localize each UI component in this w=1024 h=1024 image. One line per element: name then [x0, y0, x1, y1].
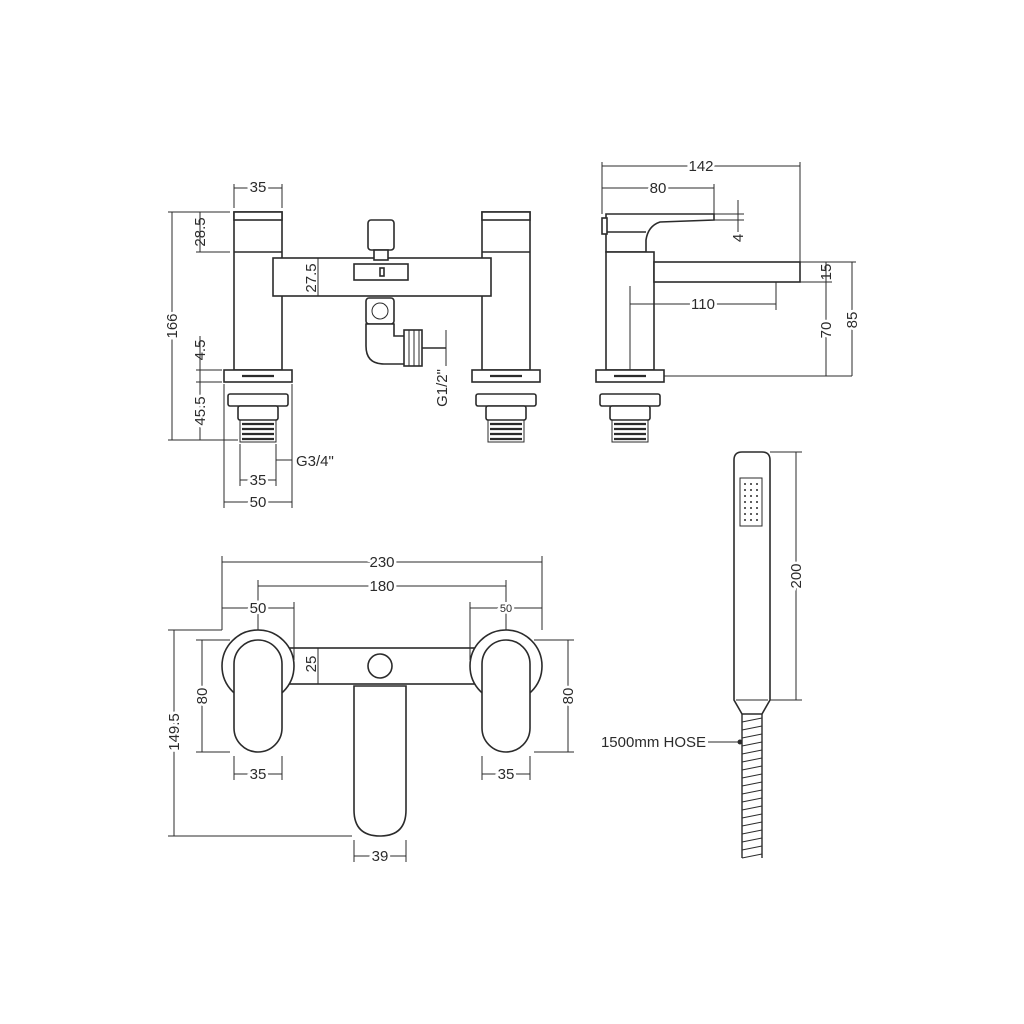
- hose-length-label: 1500mm HOSE: [601, 734, 706, 751]
- dim-spout-height: 70: [818, 322, 835, 339]
- dim-plan-right-handle: 35: [498, 766, 515, 783]
- dim-overall-height: 85: [844, 312, 861, 329]
- dim-lever-length: 80: [650, 180, 667, 197]
- dim-plan-total-depth: 149.5: [166, 713, 183, 751]
- dim-body-height: 27.5: [303, 263, 320, 292]
- dim-lever-gap: 4: [730, 234, 747, 242]
- plan-left-handle: [233, 639, 283, 753]
- dim-plan-left-handle: 35: [250, 766, 267, 783]
- side-lever: [605, 213, 715, 253]
- side-spout: [653, 261, 801, 283]
- handset-body: [733, 451, 771, 715]
- dim-plan-left-head: 50: [250, 600, 267, 617]
- plan-spout: [353, 685, 407, 837]
- hose: [741, 714, 763, 859]
- dim-flange-width: 50: [250, 494, 267, 511]
- plan-diverter: [367, 653, 393, 679]
- diverter-knob: [367, 219, 395, 251]
- dim-total-height: 166: [164, 313, 181, 338]
- dim-plan-centres: 180: [369, 578, 394, 595]
- dim-total-depth: 142: [688, 158, 713, 175]
- dim-spout-width: 35: [250, 179, 267, 196]
- dim-top-height: 28.5: [192, 217, 209, 246]
- dim-tail-length: 45.5: [192, 396, 209, 425]
- plan-view: 230 180 50 50 25 80 80 149.5: [164, 552, 580, 868]
- dim-tail-thread: G3/4": [296, 453, 334, 470]
- dim-inlet-thread: G1/2": [434, 369, 451, 407]
- dim-plan-left-depth: 80: [194, 688, 211, 705]
- dim-spout-thickness: 15: [818, 264, 835, 281]
- dim-plan-spout-width: 39: [372, 848, 389, 865]
- dim-plan-right-depth: 80: [560, 688, 577, 705]
- dim-plan-total-width: 230: [369, 554, 394, 571]
- right-fixing: [471, 369, 541, 443]
- dim-plan-bar-thickness: 25: [303, 656, 320, 673]
- plan-right-handle: [481, 639, 531, 753]
- dim-plan-right-head: 50: [500, 603, 512, 615]
- hand-shower: 200 1500mm HOSE: [601, 451, 808, 859]
- dim-washer: 4.5: [192, 340, 209, 361]
- dim-tail-width: 35: [250, 472, 267, 489]
- dim-spout-reach: 110: [691, 296, 715, 313]
- left-fixing: [223, 369, 293, 443]
- side-view: 142 80 4 110 15 70 85: [595, 156, 864, 443]
- spray-nozzles: [744, 483, 758, 521]
- front-view: 35 28.5 27.5 166 4.5 45.5 G1/2" G3/4" 35: [162, 177, 541, 514]
- dim-handset-length: 200: [788, 563, 805, 588]
- hose-outlet-elbow: [365, 297, 446, 367]
